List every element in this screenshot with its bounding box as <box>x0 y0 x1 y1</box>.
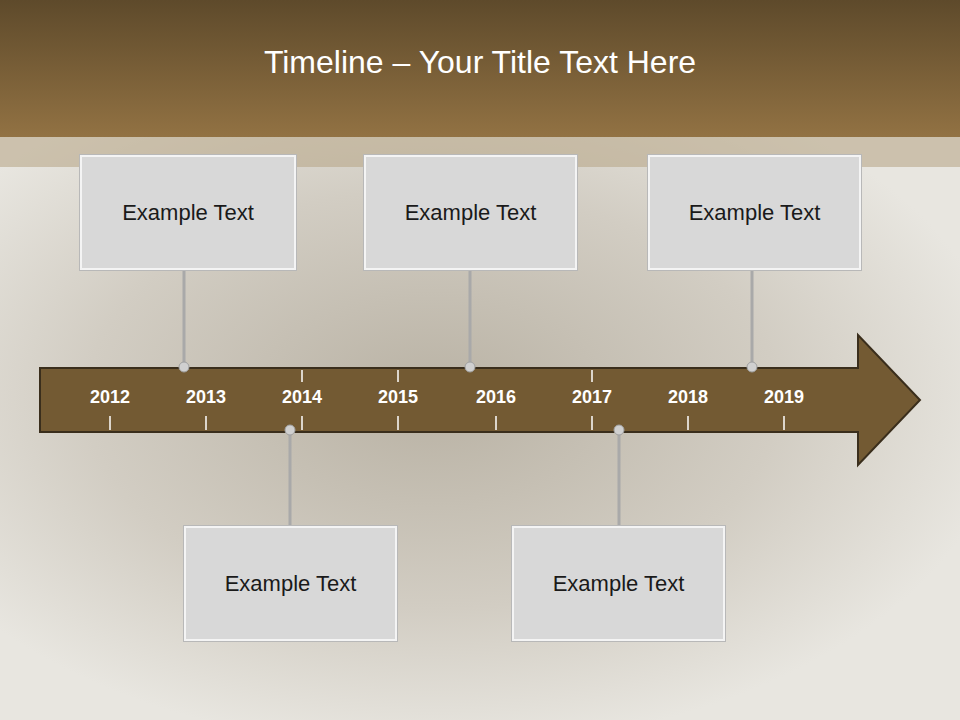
event-text: Example Text <box>689 200 821 226</box>
event-box: Example Text <box>184 526 397 641</box>
event-box: Example Text <box>648 155 861 270</box>
year-label: 2016 <box>476 387 516 408</box>
photo-ground <box>0 137 960 720</box>
event-text: Example Text <box>553 571 685 597</box>
leader-dots <box>179 362 757 435</box>
year-ticks <box>110 370 784 430</box>
event-text: Example Text <box>225 571 357 597</box>
year-label: 2013 <box>186 387 226 408</box>
year-label: 2017 <box>572 387 612 408</box>
leader-lines <box>184 270 752 526</box>
year-label: 2012 <box>90 387 130 408</box>
event-text: Example Text <box>122 200 254 226</box>
event-text: Example Text <box>405 200 537 226</box>
slide-title: Timeline – Your Title Text Here <box>0 44 960 81</box>
year-label: 2014 <box>282 387 322 408</box>
event-box: Example Text <box>80 155 296 270</box>
year-label: 2018 <box>668 387 708 408</box>
title-bar <box>0 0 960 137</box>
year-label: 2019 <box>764 387 804 408</box>
year-label: 2015 <box>378 387 418 408</box>
timeline-arrow <box>40 335 920 465</box>
event-box: Example Text <box>512 526 725 641</box>
event-box: Example Text <box>364 155 577 270</box>
